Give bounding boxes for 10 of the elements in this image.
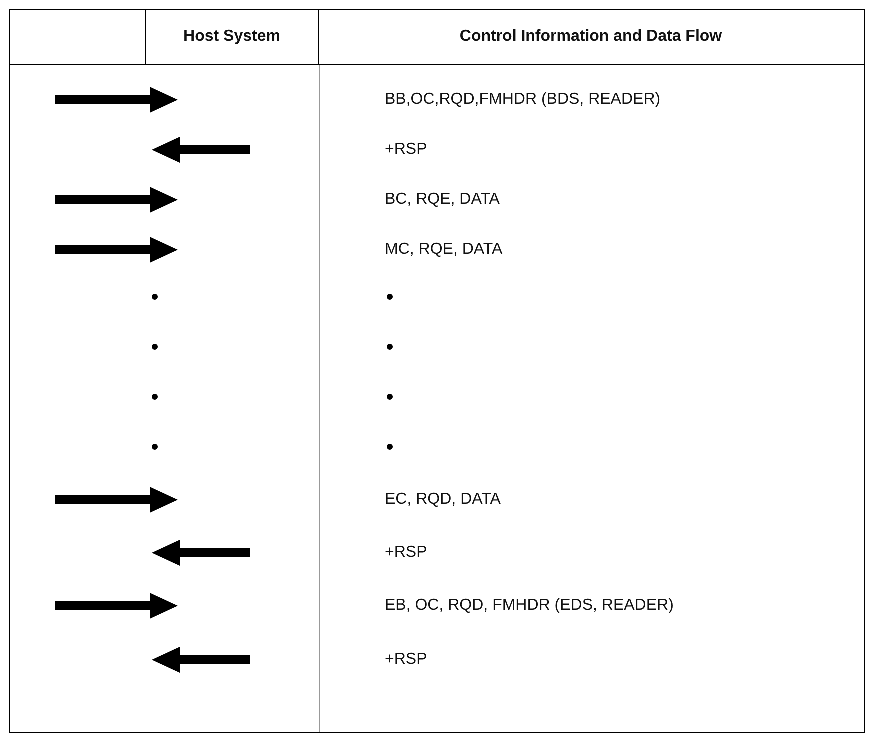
flow-text: MC, RQE, DATA <box>385 241 503 259</box>
flow-text: EC, RQD, DATA <box>385 491 501 509</box>
flow-text: BC, RQE, DATA <box>385 191 500 209</box>
flow-text: +RSP <box>385 651 428 669</box>
column-header: Host System <box>184 28 280 46</box>
flow-text: +RSP <box>385 141 428 159</box>
flow-text: EB, OC, RQD, FMHDR (EDS, READER) <box>385 597 674 615</box>
flow-text: +RSP <box>385 544 428 562</box>
column-header: Control Information and Data Flow <box>460 28 722 46</box>
flow-text: BB,OC,RQD,FMHDR (BDS, READER) <box>385 91 661 109</box>
